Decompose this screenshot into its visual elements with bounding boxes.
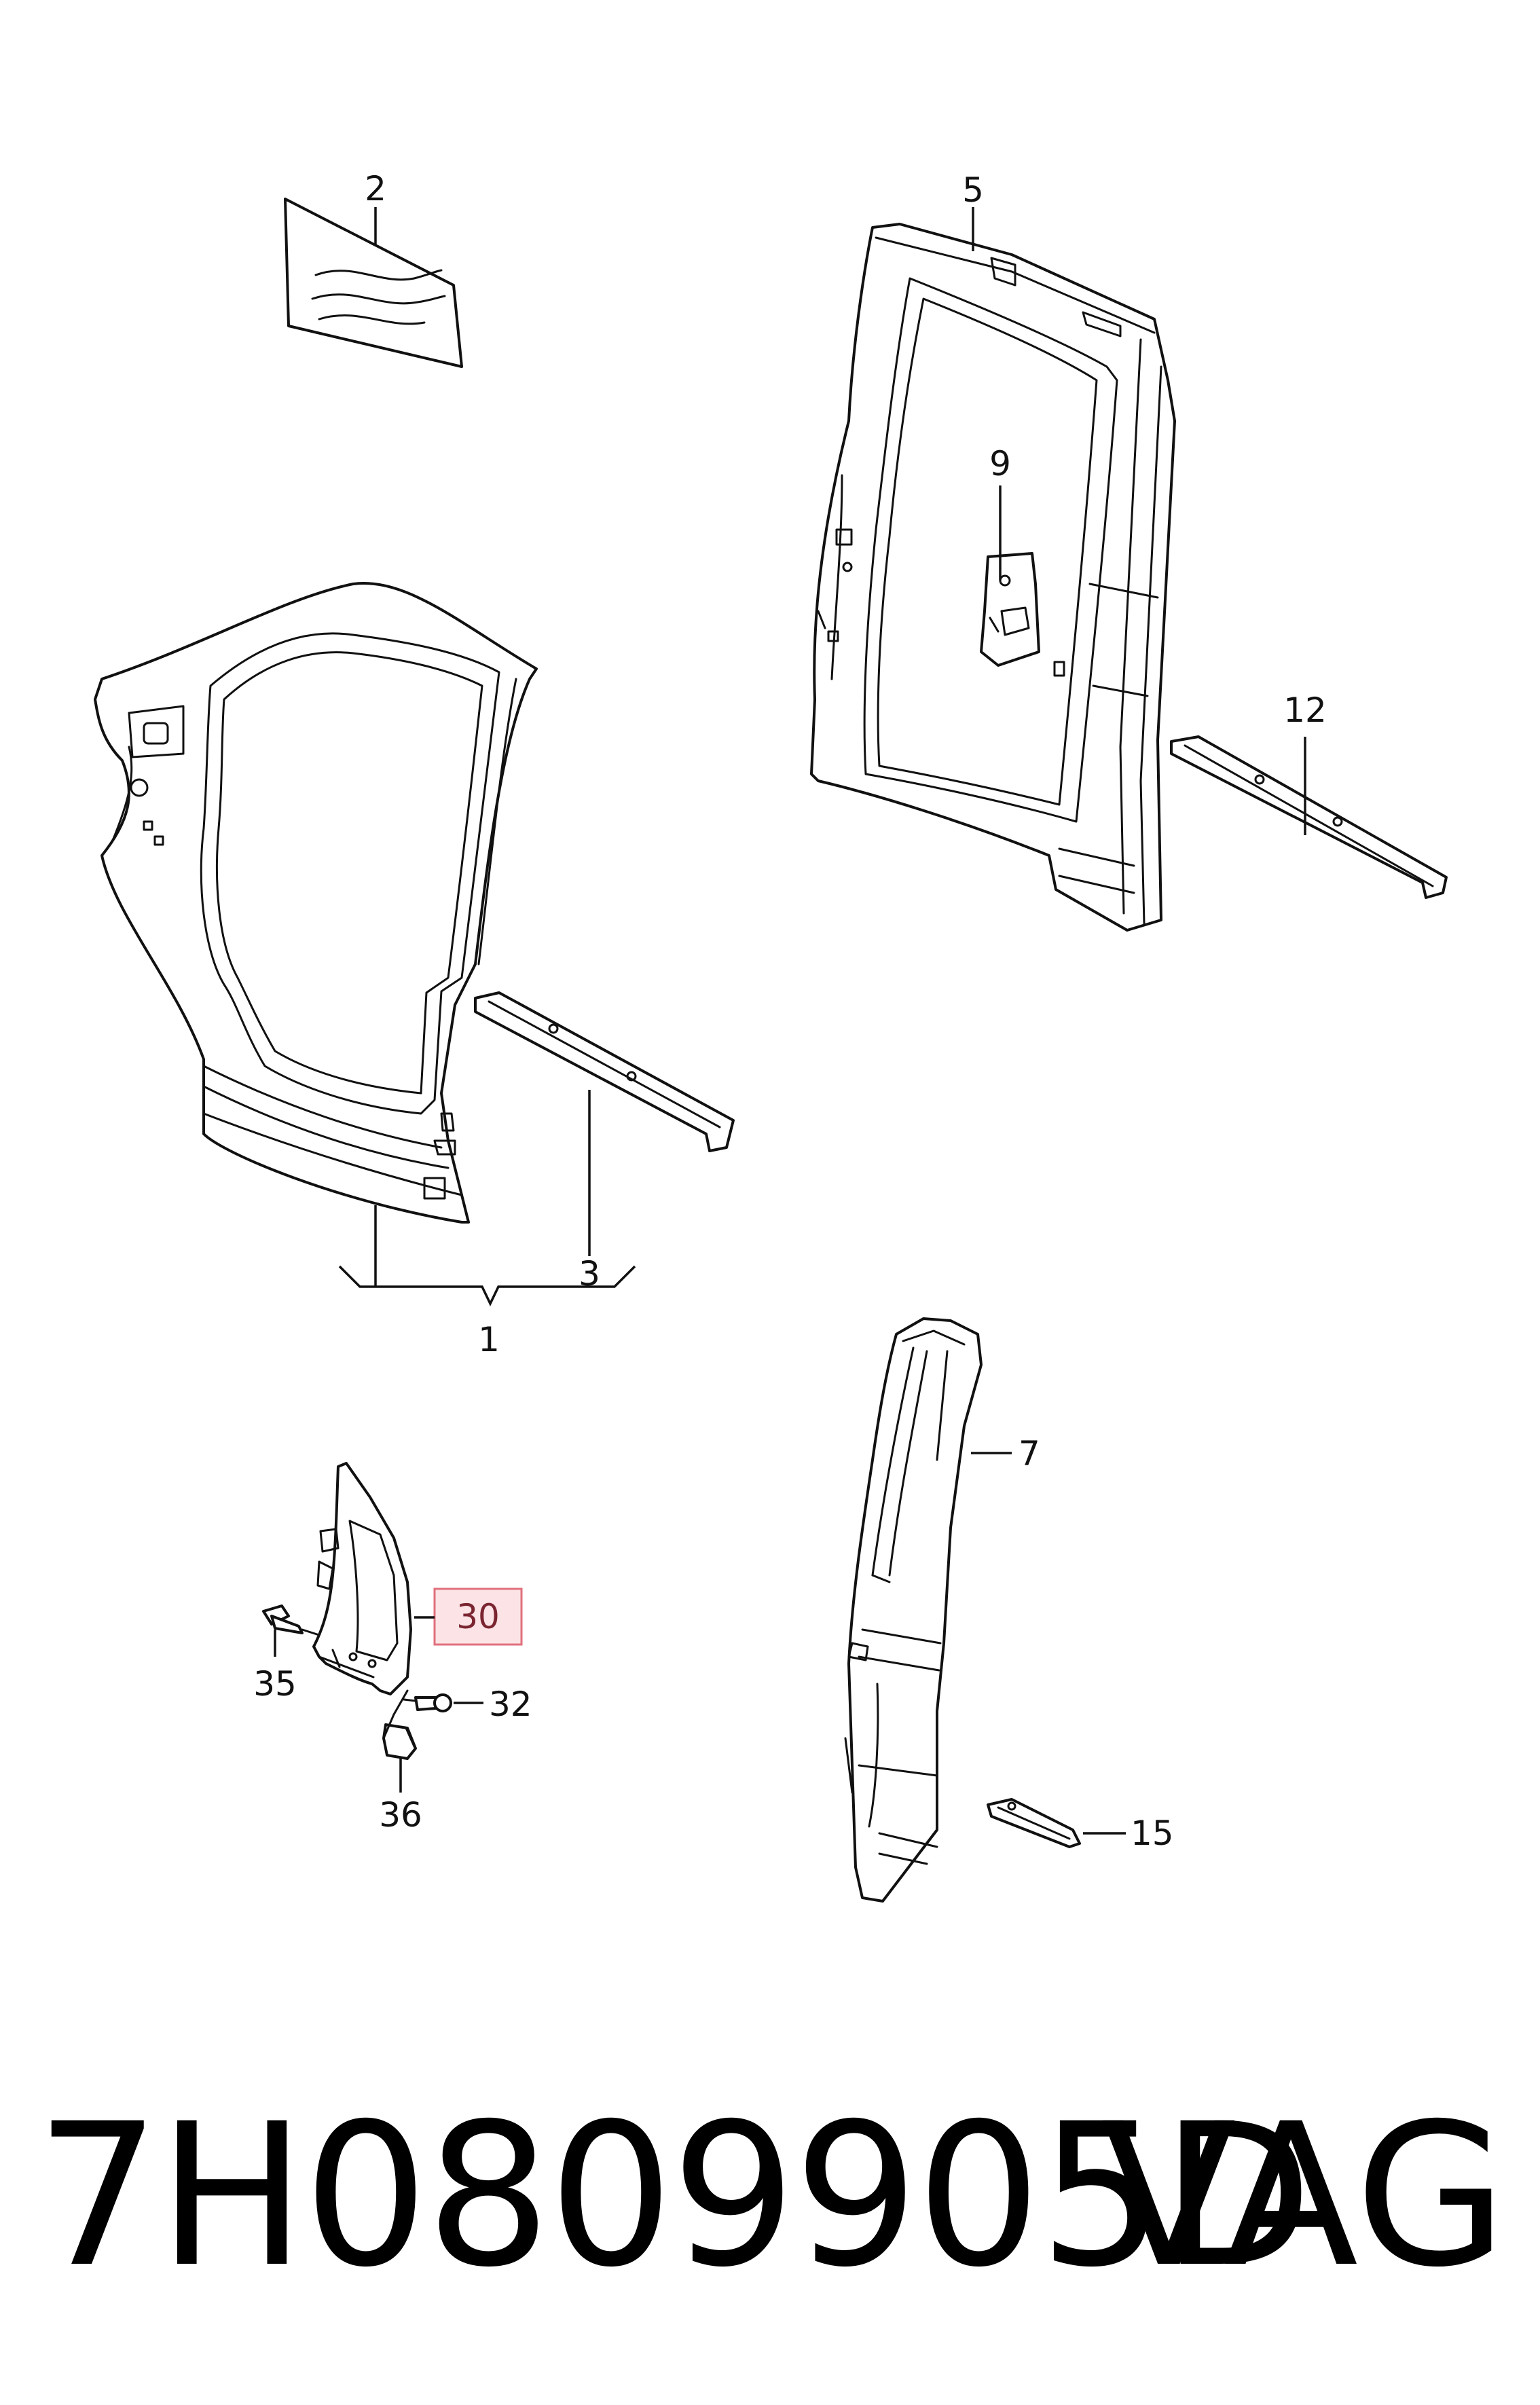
rear-pillar-trim-part [844,1317,983,1903]
pillar-bracket-part [312,1462,412,1695]
callout-35: 35 [253,1664,297,1704]
sill-strip-part [474,991,735,1152]
brand-name: VAG [1101,2082,1507,2311]
callout-9: 9 [989,444,1011,483]
bolt-35-part [262,1604,320,1636]
side-panel-part [94,582,538,1224]
screw-32-part [403,1693,452,1712]
callout-30-highlight: 30 [414,1587,523,1646]
part-number: 7H0809905D [35,2082,1313,2311]
clip-36-part [382,1689,417,1760]
callout-7: 7 [1019,1434,1040,1473]
callout-12: 12 [1283,691,1327,730]
label-sticker-part [284,198,463,368]
callout-36: 36 [379,1795,422,1835]
callout-15: 15 [1131,1814,1174,1853]
sliding-door-frame-part [810,223,1176,932]
rear-sill-strip-part [1170,735,1448,899]
callout-1: 1 [478,1320,500,1359]
callout-5: 5 [962,170,984,210]
callout-32: 32 [489,1685,532,1724]
callout-2: 2 [365,169,386,208]
callout-30: 30 [456,1597,500,1636]
small-strip-part [987,1798,1081,1848]
